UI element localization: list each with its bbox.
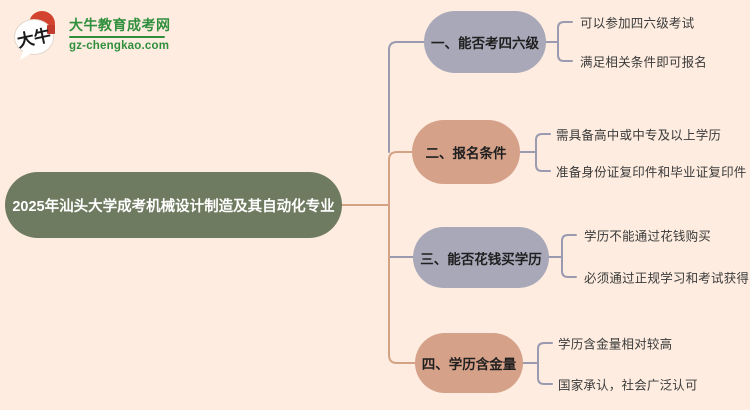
branch-3-leaf-2: 必须通过正规学习和考试获得 [584,271,750,286]
branch-1-leaf-2: 满足相关条件即可报名 [580,55,708,70]
branch-4-leaf-2: 国家承认，社会广泛认可 [558,378,698,393]
branch-3-leaf-1: 学历不能通过花钱购买 [584,229,712,244]
bracket-branch-3 [548,234,577,278]
brand-divider [69,36,165,38]
brand-domain: gz-chengkao.com [69,40,170,52]
bracket-branch-4 [522,342,553,385]
branch-4-topic: 四、学历含金量 [415,333,523,393]
branch-2-leaf-2: 准备身份证复印件和毕业证复印件 [556,165,747,180]
central-topic: 2025年汕头大学成考机械设计制造及其自动化专业 [5,172,342,238]
logo-bubble-icon: 大牛 [14,11,55,60]
site-logo: 大牛 大牛教育成考网 gz-chengkao.com [10,8,171,60]
trunk-lower-line [388,151,416,364]
branch-2-leaf-1: 需具备高中或中专及以上学历 [556,128,722,143]
branch-4-leaf-1: 学历含金量相对较高 [558,337,673,352]
branch-2-topic: 二、报名条件 [412,120,520,184]
brand-name: 大牛教育成考网 [69,17,171,33]
branch-1-topic: 一、能否考四六级 [424,11,546,73]
branch-3-topic: 三、能否花钱买学历 [413,227,549,288]
branch-1-leaf-1: 可以参加四六级考试 [580,16,695,31]
bracket-branch-2 [519,133,551,172]
bracket-branch-1 [545,21,573,62]
